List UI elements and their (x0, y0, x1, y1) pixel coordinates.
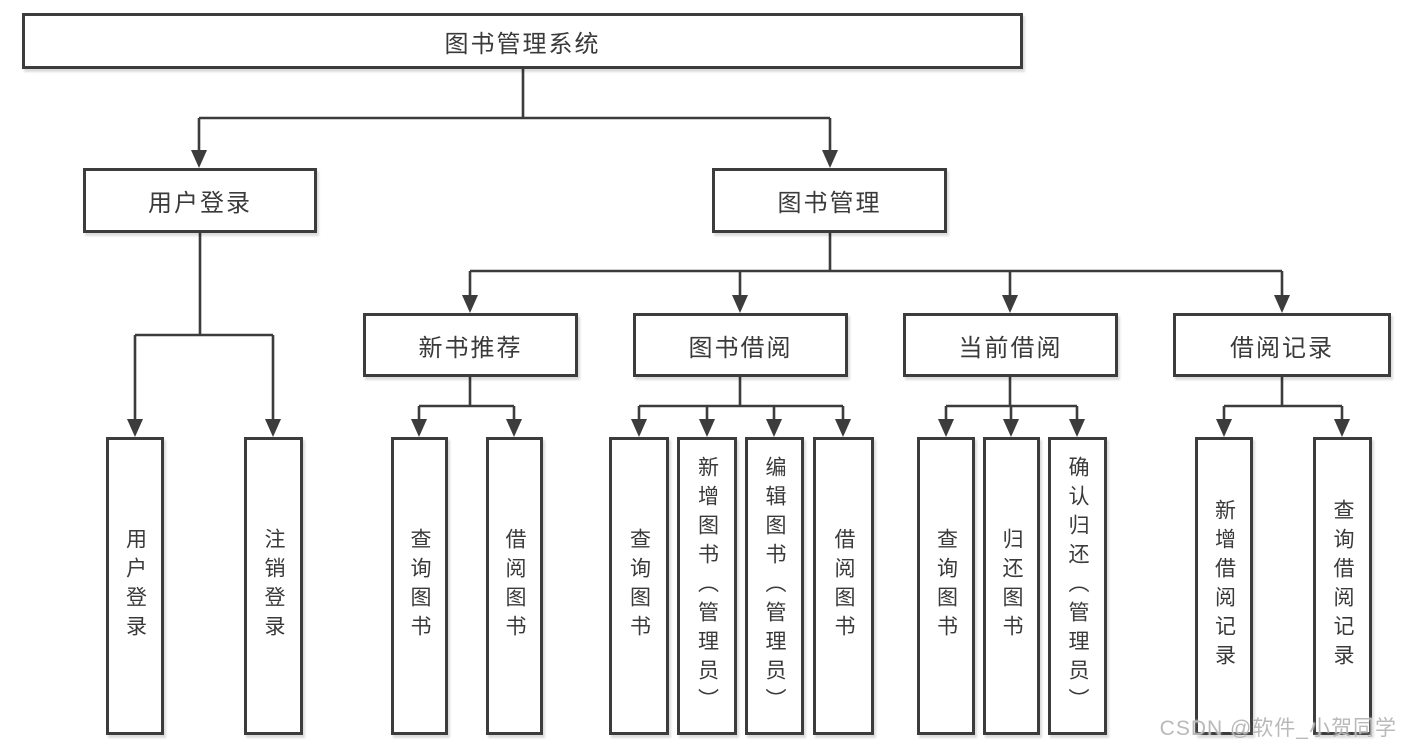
node-book-management-label: 图书管理 (777, 190, 882, 217)
node-book-borrowing: 图书借阅 (633, 313, 848, 377)
connector-system-to-level2 (191, 69, 838, 168)
csdn-watermark: CSDN @软件_小贺同学 (1159, 717, 1397, 740)
connector-book-borrowing-to-children (631, 377, 851, 437)
node-add-books-admin-label: 新增图书（管理员） (695, 455, 719, 717)
node-query-books-recommend: 查询图书 (391, 437, 448, 735)
node-edit-books-admin: 编辑图书（管理员） (745, 437, 804, 735)
node-book-borrowing-label: 图书借阅 (688, 334, 793, 362)
node-borrowing-records-label: 借阅记录 (1230, 334, 1334, 362)
node-system-label: 图书管理系统 (444, 30, 601, 58)
node-book-management: 图书管理 (712, 168, 947, 233)
node-edit-books-admin-label: 编辑图书（管理员） (763, 455, 786, 717)
node-user-login: 用户登录 (83, 168, 317, 233)
node-current-borrowing-label: 当前借阅 (958, 334, 1063, 362)
node-borrow-books-recommend-label: 借阅图书 (503, 528, 526, 644)
node-logout-action-label: 注销登录 (262, 528, 285, 644)
connector-user-login-to-children (127, 233, 281, 437)
connector-borrowing-records-to-children (1216, 377, 1350, 437)
node-query-books-recommend-label: 查询图书 (408, 528, 431, 644)
node-current-borrowing: 当前借阅 (903, 313, 1118, 377)
connector-book-management-to-level3 (462, 233, 1290, 313)
node-confirm-return-admin-label: 确认归还（管理员） (1066, 455, 1089, 717)
connector-current-borrowing-to-children (938, 377, 1085, 437)
connector-new-book-recommend-to-children (411, 377, 522, 437)
node-new-book-recommend: 新书推荐 (363, 313, 578, 377)
node-query-borrow-record-label: 查询借阅记录 (1331, 499, 1354, 673)
node-system: 图书管理系统 (22, 13, 1023, 69)
node-borrow-books-borrowing: 借阅图书 (813, 437, 874, 735)
node-add-borrow-record: 新增借阅记录 (1195, 437, 1253, 735)
node-add-borrow-record-label: 新增借阅记录 (1212, 499, 1236, 673)
node-borrowing-records: 借阅记录 (1173, 313, 1391, 377)
node-user-login-action: 用户登录 (106, 437, 164, 735)
node-query-borrow-record: 查询借阅记录 (1313, 437, 1372, 735)
node-query-books-borrowing: 查询图书 (609, 437, 669, 735)
node-user-login-action-label: 用户登录 (123, 528, 147, 644)
node-add-books-admin: 新增图书（管理员） (677, 437, 737, 735)
node-logout-action: 注销登录 (244, 437, 303, 735)
node-query-books-borrowing-label: 查询图书 (627, 528, 651, 644)
node-return-books-label: 归还图书 (1000, 528, 1023, 644)
node-query-books-current: 查询图书 (917, 437, 975, 735)
node-confirm-return-admin: 确认归还（管理员） (1048, 437, 1107, 735)
node-query-books-current-label: 查询图书 (934, 528, 958, 644)
node-borrow-books-borrowing-label: 借阅图书 (832, 528, 855, 644)
node-new-book-recommend-label: 新书推荐 (418, 334, 523, 362)
node-user-login-label: 用户登录 (148, 190, 252, 217)
node-return-books: 归还图书 (983, 437, 1040, 735)
node-borrow-books-recommend: 借阅图书 (486, 437, 543, 735)
